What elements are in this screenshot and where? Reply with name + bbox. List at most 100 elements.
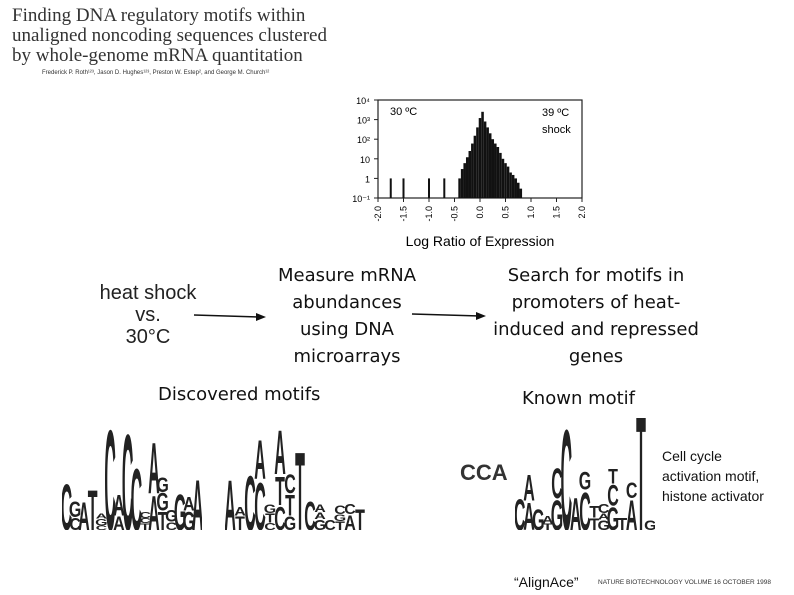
histogram-bar (473, 135, 477, 198)
logo-letter: C (274, 499, 286, 530)
logo-letter: T (295, 429, 305, 530)
histogram-bar (443, 178, 446, 198)
histogram-bar (463, 163, 466, 198)
logo-letter: G (644, 518, 655, 530)
logo-letter: C (131, 452, 143, 530)
logo-letter: G (183, 507, 195, 530)
logo-letter: T (285, 489, 295, 523)
logo-letter: C (254, 469, 266, 530)
logo-letter: C (334, 503, 346, 516)
condition-heat-shock: heat shock (99, 282, 197, 304)
logo-letter: G (607, 502, 619, 530)
logo-letter: T (589, 516, 599, 530)
histogram-bar (428, 178, 430, 198)
y-tick-label: 10⁴ (356, 96, 370, 106)
logo-letter: C (607, 479, 619, 511)
histogram-bar (458, 178, 461, 198)
citation-journal: NATURE BIOTECHNOLOGY VOLUME 16 OCTOBER 1… (598, 579, 772, 586)
x-tick-label: 0.0 (475, 206, 485, 219)
logo-letter: A (598, 511, 610, 521)
known-motif-logo: CAAGTAGCCACGTTGACGCTTACTG (515, 418, 655, 530)
logo-letter: C (304, 493, 316, 530)
logo-letter: T (355, 504, 365, 530)
x-tick-label: -2.0 (373, 206, 383, 222)
logo-letter: T (235, 513, 245, 530)
logo-letter: A (225, 465, 236, 530)
logo-letter: C (626, 480, 638, 504)
logo-letter: C (324, 517, 336, 530)
title-line: by whole-genome mRNA quantitation (12, 45, 303, 66)
logo-letter: A (523, 467, 535, 508)
title-line: Finding DNA regulatory motifs within (12, 5, 306, 26)
search-line: induced and repressed (493, 319, 699, 340)
logo-letter: A (314, 510, 326, 521)
histogram-bar (468, 151, 472, 198)
logo-letter: T (543, 522, 553, 530)
logo-letter: C (122, 418, 134, 530)
measure-line: Measure mRNA (277, 265, 417, 286)
logo-letter: A (570, 490, 582, 530)
logo-letter: C (244, 459, 256, 530)
x-tick-label: -0.5 (450, 206, 460, 222)
logo-letter: G (284, 513, 296, 530)
paper-title: Finding DNA regulatory motifs within una… (12, 6, 352, 66)
known-motif-label: Known motif (522, 388, 636, 409)
logo-letter: G (532, 504, 544, 530)
logo-letter: C (139, 517, 151, 525)
histogram-bar (499, 152, 502, 198)
logo-letter: G (597, 518, 609, 530)
histogram-bar (460, 169, 464, 198)
annotation-39c: 39 ºC (542, 107, 569, 119)
known-motif-description: Cell cycle activation motif, histone act… (662, 446, 764, 506)
logo-letter: C (166, 519, 178, 530)
logo-letter: G (156, 473, 168, 497)
logo-letter: A (78, 495, 90, 530)
measure-step: Measure mRNA abundances using DNA microa… (262, 262, 432, 370)
logo-letter: G (69, 498, 81, 523)
y-tick-label: 10³ (357, 116, 370, 126)
histogram-bar (389, 178, 392, 198)
arrow-to-search (411, 312, 486, 320)
conditions-label: heat shock vs. 30°C (92, 282, 204, 348)
logo-letter: G (165, 507, 177, 526)
arrow-to-measure (193, 313, 266, 321)
logo-letter: T (636, 418, 646, 530)
logo-letter: A (234, 505, 246, 519)
logo-letter: C (561, 418, 573, 530)
histogram-bar (501, 158, 505, 198)
logo-letter: C (96, 524, 108, 530)
logo-letter: C (344, 501, 356, 517)
logo-letter: T (275, 468, 285, 514)
x-tick-label: 1.0 (526, 206, 536, 219)
x-tick-label: -1.5 (399, 206, 409, 222)
histogram-bar (471, 143, 474, 198)
annotation-30c: 30 ºC (390, 106, 417, 118)
search-line: genes (568, 346, 624, 367)
logo-letter: A (344, 511, 356, 530)
y-tick-label: 10⁻¹ (352, 194, 370, 204)
logo-letter: C (551, 460, 563, 508)
title-line: unaligned noncoding sequences clustered (12, 25, 327, 46)
logo-letter: G (314, 518, 326, 530)
logo-letter: A (254, 429, 266, 491)
logo-letter: A (148, 486, 160, 530)
paper-authors: Frederick P. Roth¹²³, Jason D. Hughes¹²³… (42, 70, 270, 76)
logo-letter: A (274, 418, 286, 488)
logo-letter: A (626, 492, 638, 530)
logo-letter: C (62, 472, 72, 530)
histogram-bar (496, 146, 500, 198)
logo-letter: G (174, 484, 186, 530)
histogram-bar (519, 188, 523, 198)
histogram-bar (486, 127, 489, 198)
logo-letter: T (617, 514, 627, 530)
histogram-bar (476, 127, 479, 198)
logo-letter: G (156, 489, 168, 516)
search-step: Search for motifs in promoters of heat- … (478, 262, 714, 370)
histogram-bar (402, 178, 405, 198)
histogram-bar (483, 121, 487, 198)
desc-line: histone activator (662, 488, 764, 504)
discovered-motif-logo-1: CCGATCGACAACCTCCAATGGCGGGAA (62, 418, 202, 530)
x-axis-label: Log Ratio of Expression (406, 233, 555, 249)
logo-letter: C (139, 511, 151, 520)
